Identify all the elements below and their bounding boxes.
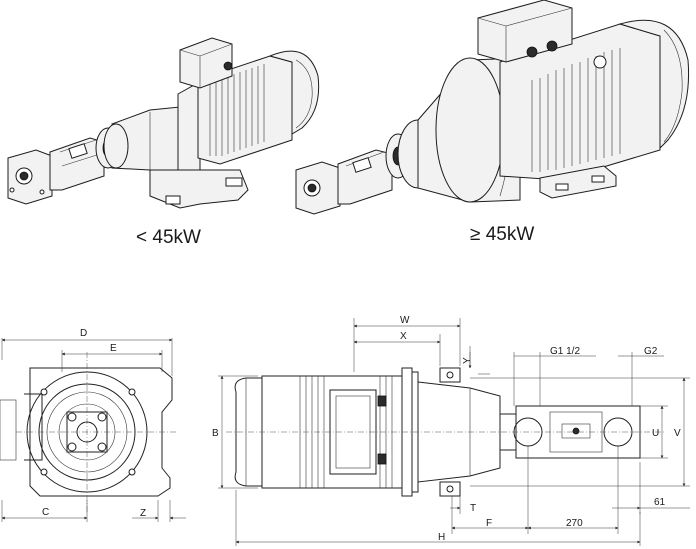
dim-label-f: F <box>486 518 492 529</box>
dim-label-270: 270 <box>566 518 583 529</box>
caption-large-motor: ≥ 45kW <box>470 224 534 245</box>
dim-label-61: 61 <box>654 497 666 508</box>
pump-unit-small-illustration <box>7 37 320 209</box>
dim-label-h: H <box>438 532 445 543</box>
dim-label-t: T <box>470 503 476 514</box>
dim-label-w: W <box>400 315 410 326</box>
end-view-drawing <box>0 352 178 512</box>
dim-label-b: B <box>212 428 219 439</box>
dim-label-g2: G2 <box>644 346 658 357</box>
dim-label-v: V <box>674 428 681 439</box>
dim-label-u: U <box>652 428 659 439</box>
dim-label-g1: G1 1/2 <box>550 346 580 357</box>
dim-label-d: D <box>80 328 87 339</box>
dim-label-z: Z <box>140 508 146 519</box>
dim-label-x: X <box>400 331 407 342</box>
side-view-drawing <box>226 367 664 497</box>
dim-label-e: E <box>110 343 117 354</box>
caption-small-motor: < 45kW <box>136 227 201 248</box>
pump-unit-large-illustration <box>295 0 690 215</box>
motor-fins-small <box>209 64 265 156</box>
motor-fins-large <box>531 48 621 172</box>
dim-label-c: C <box>42 507 49 518</box>
dim-label-y: Y <box>462 357 473 364</box>
